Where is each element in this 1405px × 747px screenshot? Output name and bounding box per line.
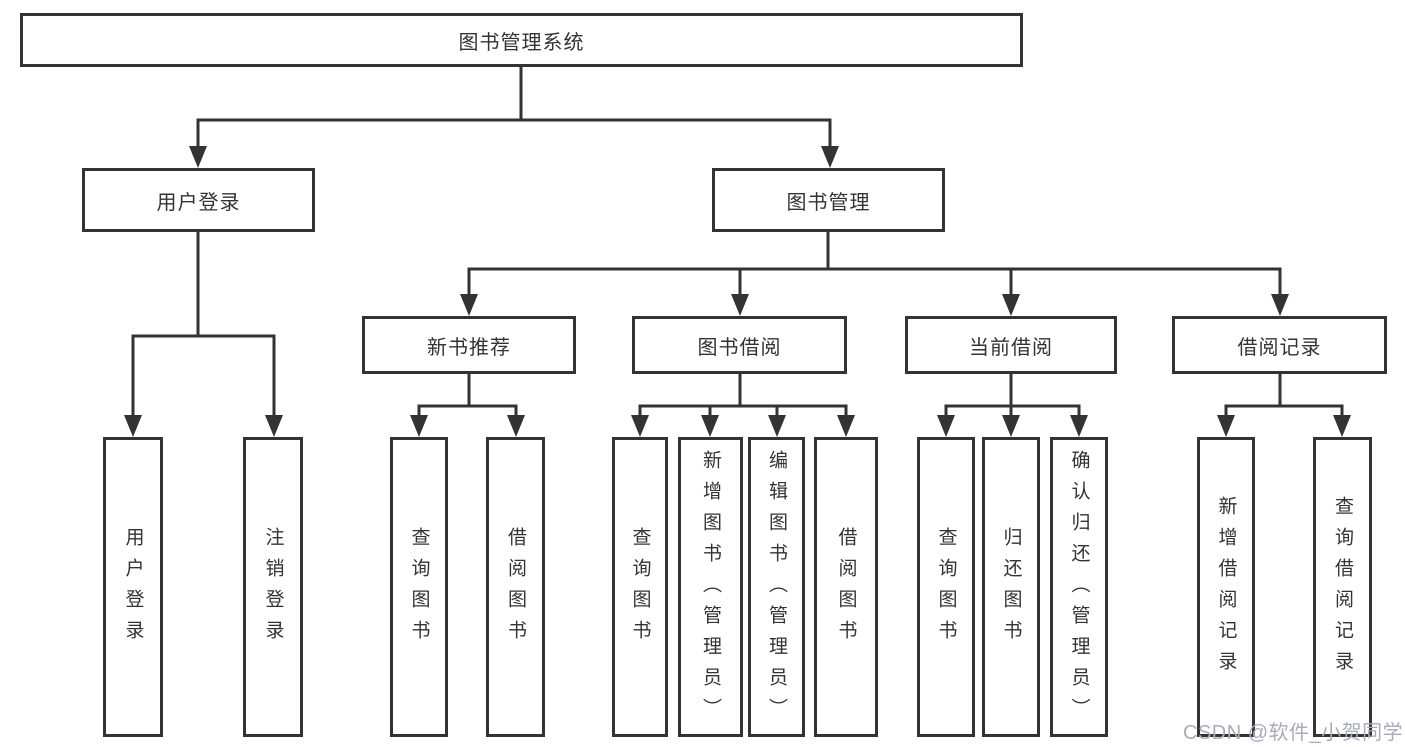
node-book-borrowing-label: 图书借阅 — [697, 336, 782, 359]
leaf-edit-book-admin: 编辑图书（管理员） — [748, 437, 805, 737]
node-book-management: 图书管理 — [712, 168, 945, 232]
csdn-watermark: CSDN @软件_小贺同学 — [1183, 722, 1404, 744]
node-root-label: 图书管理系统 — [458, 31, 585, 54]
leaf-borrow-query-books: 查询图书 — [612, 437, 668, 737]
leaf-add-book-admin-label: 新增图书（管理员） — [700, 449, 721, 729]
leaf-newrec-query-books: 查询图书 — [390, 437, 448, 737]
node-new-book-recommend-label: 新书推荐 — [427, 336, 511, 359]
connector-bookmgmt-to-level3 — [460, 232, 1289, 316]
leaf-newrec-query-books-label: 查询图书 — [408, 527, 430, 651]
leaf-add-book-admin: 新增图书（管理员） — [678, 437, 743, 737]
leaf-logout: 注销登录 — [243, 437, 303, 737]
leaf-edit-book-admin-label: 编辑图书（管理员） — [766, 449, 787, 729]
leaf-newrec-borrow-books: 借阅图书 — [486, 437, 545, 737]
connector-newrec-to-leaves — [410, 374, 525, 437]
leaf-borrow-query-books-label: 查询图书 — [629, 527, 651, 651]
leaf-add-borrow-record-label: 新增借阅记录 — [1215, 496, 1237, 682]
node-borrowing-records-label: 借阅记录 — [1237, 336, 1322, 359]
leaf-newrec-borrow-books-label: 借阅图书 — [505, 527, 526, 651]
node-book-management-label: 图书管理 — [786, 191, 871, 214]
node-new-book-recommend: 新书推荐 — [362, 316, 576, 374]
connector-current-to-leaves — [937, 374, 1088, 437]
node-book-borrowing: 图书借阅 — [632, 316, 847, 374]
leaf-current-query-books-label: 查询图书 — [935, 527, 957, 651]
connector-root-to-level2 — [189, 67, 839, 168]
node-current-borrowing-label: 当前借阅 — [969, 336, 1053, 359]
leaf-current-query-books: 查询图书 — [917, 437, 975, 737]
leaf-borrow-books-label: 借阅图书 — [835, 527, 857, 651]
leaf-return-books: 归还图书 — [982, 437, 1040, 737]
node-user-login: 用户登录 — [82, 168, 315, 232]
leaf-add-borrow-record: 新增借阅记录 — [1197, 437, 1255, 737]
node-root: 图书管理系统 — [20, 13, 1023, 67]
connector-userlogin-to-leaves — [124, 232, 283, 437]
leaf-query-borrow-record-label: 查询借阅记录 — [1332, 496, 1353, 682]
node-current-borrowing: 当前借阅 — [905, 316, 1117, 374]
leaf-return-books-label: 归还图书 — [1000, 527, 1022, 651]
leaf-user-login: 用户登录 — [103, 437, 163, 737]
leaf-logout-label: 注销登录 — [262, 527, 284, 651]
leaf-user-login-label: 用户登录 — [122, 527, 144, 651]
leaf-confirm-return-admin: 确认归还（管理员） — [1050, 437, 1108, 737]
node-user-login-label: 用户登录 — [156, 191, 241, 214]
leaf-borrow-books: 借阅图书 — [814, 437, 878, 737]
leaf-confirm-return-admin-label: 确认归还（管理员） — [1068, 449, 1090, 729]
connector-records-to-leaves — [1217, 374, 1351, 437]
leaf-query-borrow-record: 查询借阅记录 — [1313, 437, 1372, 737]
connector-borrow-to-leaves — [631, 374, 855, 437]
node-borrowing-records: 借阅记录 — [1172, 316, 1387, 374]
